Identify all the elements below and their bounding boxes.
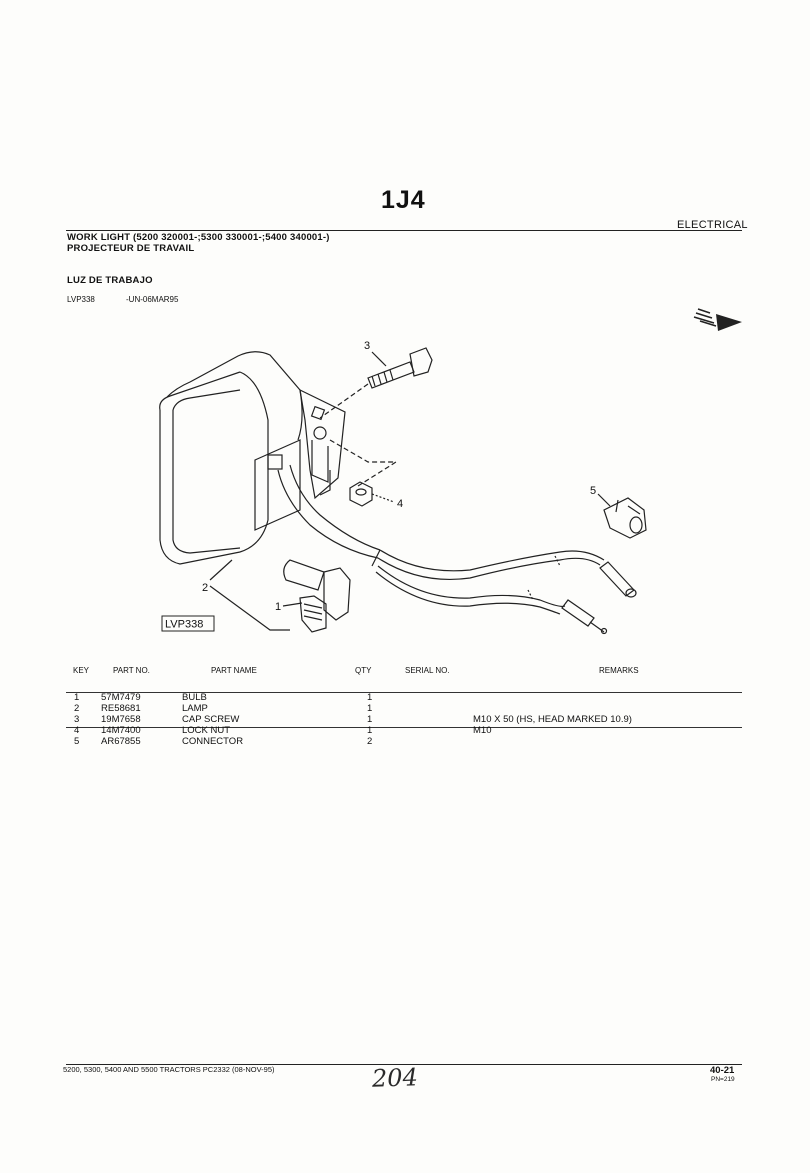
page-number: 40-21 — [710, 1065, 735, 1076]
row-part-name: LAMP — [182, 703, 208, 714]
row-key: 2 — [74, 703, 80, 714]
header-rule — [66, 230, 742, 231]
row-part-no: 19M7658 — [101, 714, 141, 725]
row-part-name: BULB — [182, 692, 207, 703]
cable — [277, 464, 637, 635]
title-french: PROJECTEUR DE TRAVAIL — [67, 243, 195, 254]
pn-number: PN=219 — [711, 1076, 735, 1083]
header-part-name: PART NAME — [211, 666, 257, 675]
mounting-bracket — [299, 388, 346, 500]
parts-diagram: 3 4 5 2 1 LVP338 — [159, 308, 742, 635]
row-part-no: AR67855 — [101, 736, 141, 747]
bulb-assembly — [283, 559, 351, 633]
row-qty: 1 — [367, 703, 373, 714]
handwritten-note: 204 — [371, 1063, 419, 1093]
row-part-no: RE58681 — [101, 703, 141, 714]
callout-leaders — [209, 351, 611, 631]
header-remarks: REMARKS — [599, 666, 639, 675]
section-name: ELECTRICAL — [677, 219, 748, 231]
header-serial-no: SERIAL NO. — [405, 666, 450, 675]
figure-label-box — [161, 615, 215, 632]
header-part-no: PART NO. — [113, 666, 150, 675]
row-key: 3 — [74, 714, 80, 725]
row-part-name: CAP SCREW — [182, 714, 240, 725]
figure-label: LVP338 — [165, 619, 203, 631]
lamp-housing — [159, 351, 303, 565]
callout-5: 5 — [590, 485, 596, 497]
row-part-no: 14M7400 — [101, 725, 141, 736]
footer-rule — [66, 1064, 742, 1065]
callout-2: 2 — [202, 582, 208, 594]
assembly-lines — [319, 383, 399, 503]
title-english: WORK LIGHT (5200 320001-;5300 330001-;54… — [67, 232, 330, 243]
table-row: 4 14M7400 LOCK NUT 1 M10 — [0, 725, 810, 736]
row-part-name: LOCK NUT — [182, 725, 231, 736]
table-row: 2 RE58681 LAMP 1 — [0, 703, 810, 714]
table-header-rule — [66, 692, 742, 693]
row-part-name: CONNECTOR — [182, 736, 244, 747]
footer-text: 5200, 5300, 5400 AND 5500 TRACTORS PC233… — [63, 1065, 275, 1074]
row-qty: 2 — [367, 736, 373, 747]
table-row-rule — [66, 727, 742, 728]
figure-date: -UN-06MAR95 — [126, 295, 179, 304]
row-qty: 1 — [367, 692, 373, 703]
callout-4: 4 — [397, 498, 403, 510]
row-remarks: M10 X 50 (HS, HEAD MARKED 10.9) — [473, 714, 632, 725]
lock-nut — [349, 481, 373, 507]
figure-reference: LVP338 — [67, 295, 95, 304]
connector-part — [603, 497, 647, 539]
page-code: 1J4 — [381, 186, 426, 214]
header-qty: QTY — [355, 666, 372, 675]
row-key: 4 — [74, 725, 80, 736]
arrow-right-icon — [693, 308, 742, 331]
row-key: 1 — [74, 692, 80, 703]
callout-3: 3 — [364, 340, 370, 352]
cap-screw — [367, 347, 433, 389]
callout-1: 1 — [275, 601, 281, 613]
table-row: 1 57M7479 BULB 1 — [0, 692, 810, 703]
table-row: 5 AR67855 CONNECTOR 2 — [0, 736, 810, 747]
row-key: 5 — [74, 736, 80, 747]
row-qty: 1 — [367, 725, 373, 736]
row-qty: 1 — [367, 714, 373, 725]
row-remarks: M10 — [473, 725, 492, 736]
row-part-no: 57M7479 — [101, 692, 141, 703]
table-row: 3 19M7658 CAP SCREW 1 M10 X 50 (HS, HEAD… — [0, 714, 810, 725]
header-key: KEY — [73, 666, 90, 675]
title-spanish: LUZ DE TRABAJO — [67, 275, 153, 286]
